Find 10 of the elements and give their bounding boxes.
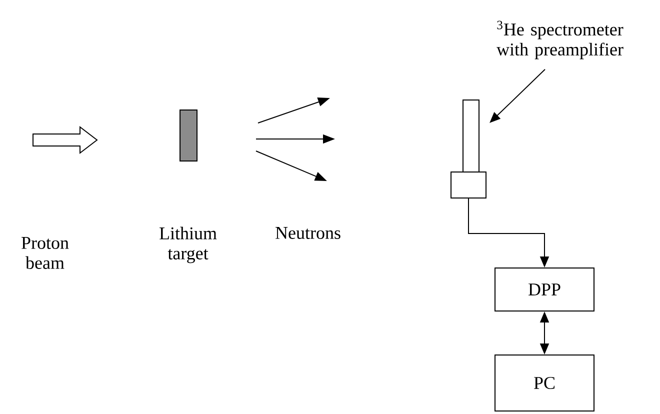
detector-part [462, 100, 480, 172]
caption-text: Lithium target [160, 226, 217, 264]
leader-line [490, 68, 546, 123]
process-box: PC [494, 354, 594, 412]
detector-part [450, 172, 486, 198]
label-text: Proton beam [22, 237, 69, 269]
target-bar [180, 110, 198, 162]
label-text: Neutrons [276, 227, 340, 239]
process-box: DPP [494, 268, 594, 312]
label-text: $^{3}$He spectrometer with preamplifier [496, 20, 624, 60]
